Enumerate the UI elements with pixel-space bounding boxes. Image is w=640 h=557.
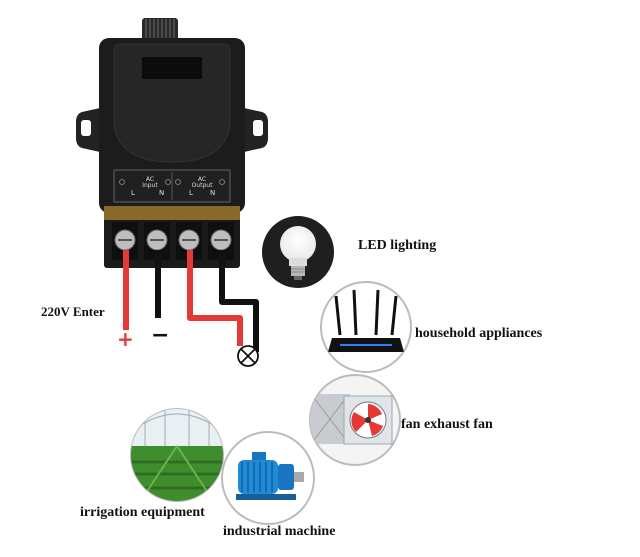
output-L-label: L — [189, 189, 193, 197]
light-bulb-icon — [262, 216, 334, 288]
application-label-industrial: industrial machine — [223, 524, 336, 539]
application-label-irrigation: irrigation equipment — [80, 505, 205, 520]
wires — [123, 250, 259, 352]
load-lamp-symbol — [237, 345, 259, 367]
output-neutral-wire — [219, 250, 259, 352]
plus-sign: + — [117, 327, 134, 351]
minus-sign: − — [151, 323, 170, 348]
input-L-label: L — [131, 189, 135, 197]
input-N-label: N — [159, 189, 165, 197]
application-label-led: LED lighting — [358, 238, 437, 253]
receiver-housing — [99, 38, 245, 213]
output-live-wire — [187, 250, 243, 346]
exhaust-fan-icon — [309, 374, 401, 466]
application-label-fan: fan exhaust fan — [401, 417, 493, 432]
router-icon — [320, 281, 412, 373]
application-label-household: household appliances — [415, 326, 543, 341]
greenhouse-icon — [130, 408, 224, 502]
terminal-screws — [114, 229, 232, 251]
electric-motor-icon — [221, 431, 315, 525]
output-N-label: N — [210, 189, 216, 197]
supply-voltage-label: 220V Enter — [41, 304, 105, 319]
